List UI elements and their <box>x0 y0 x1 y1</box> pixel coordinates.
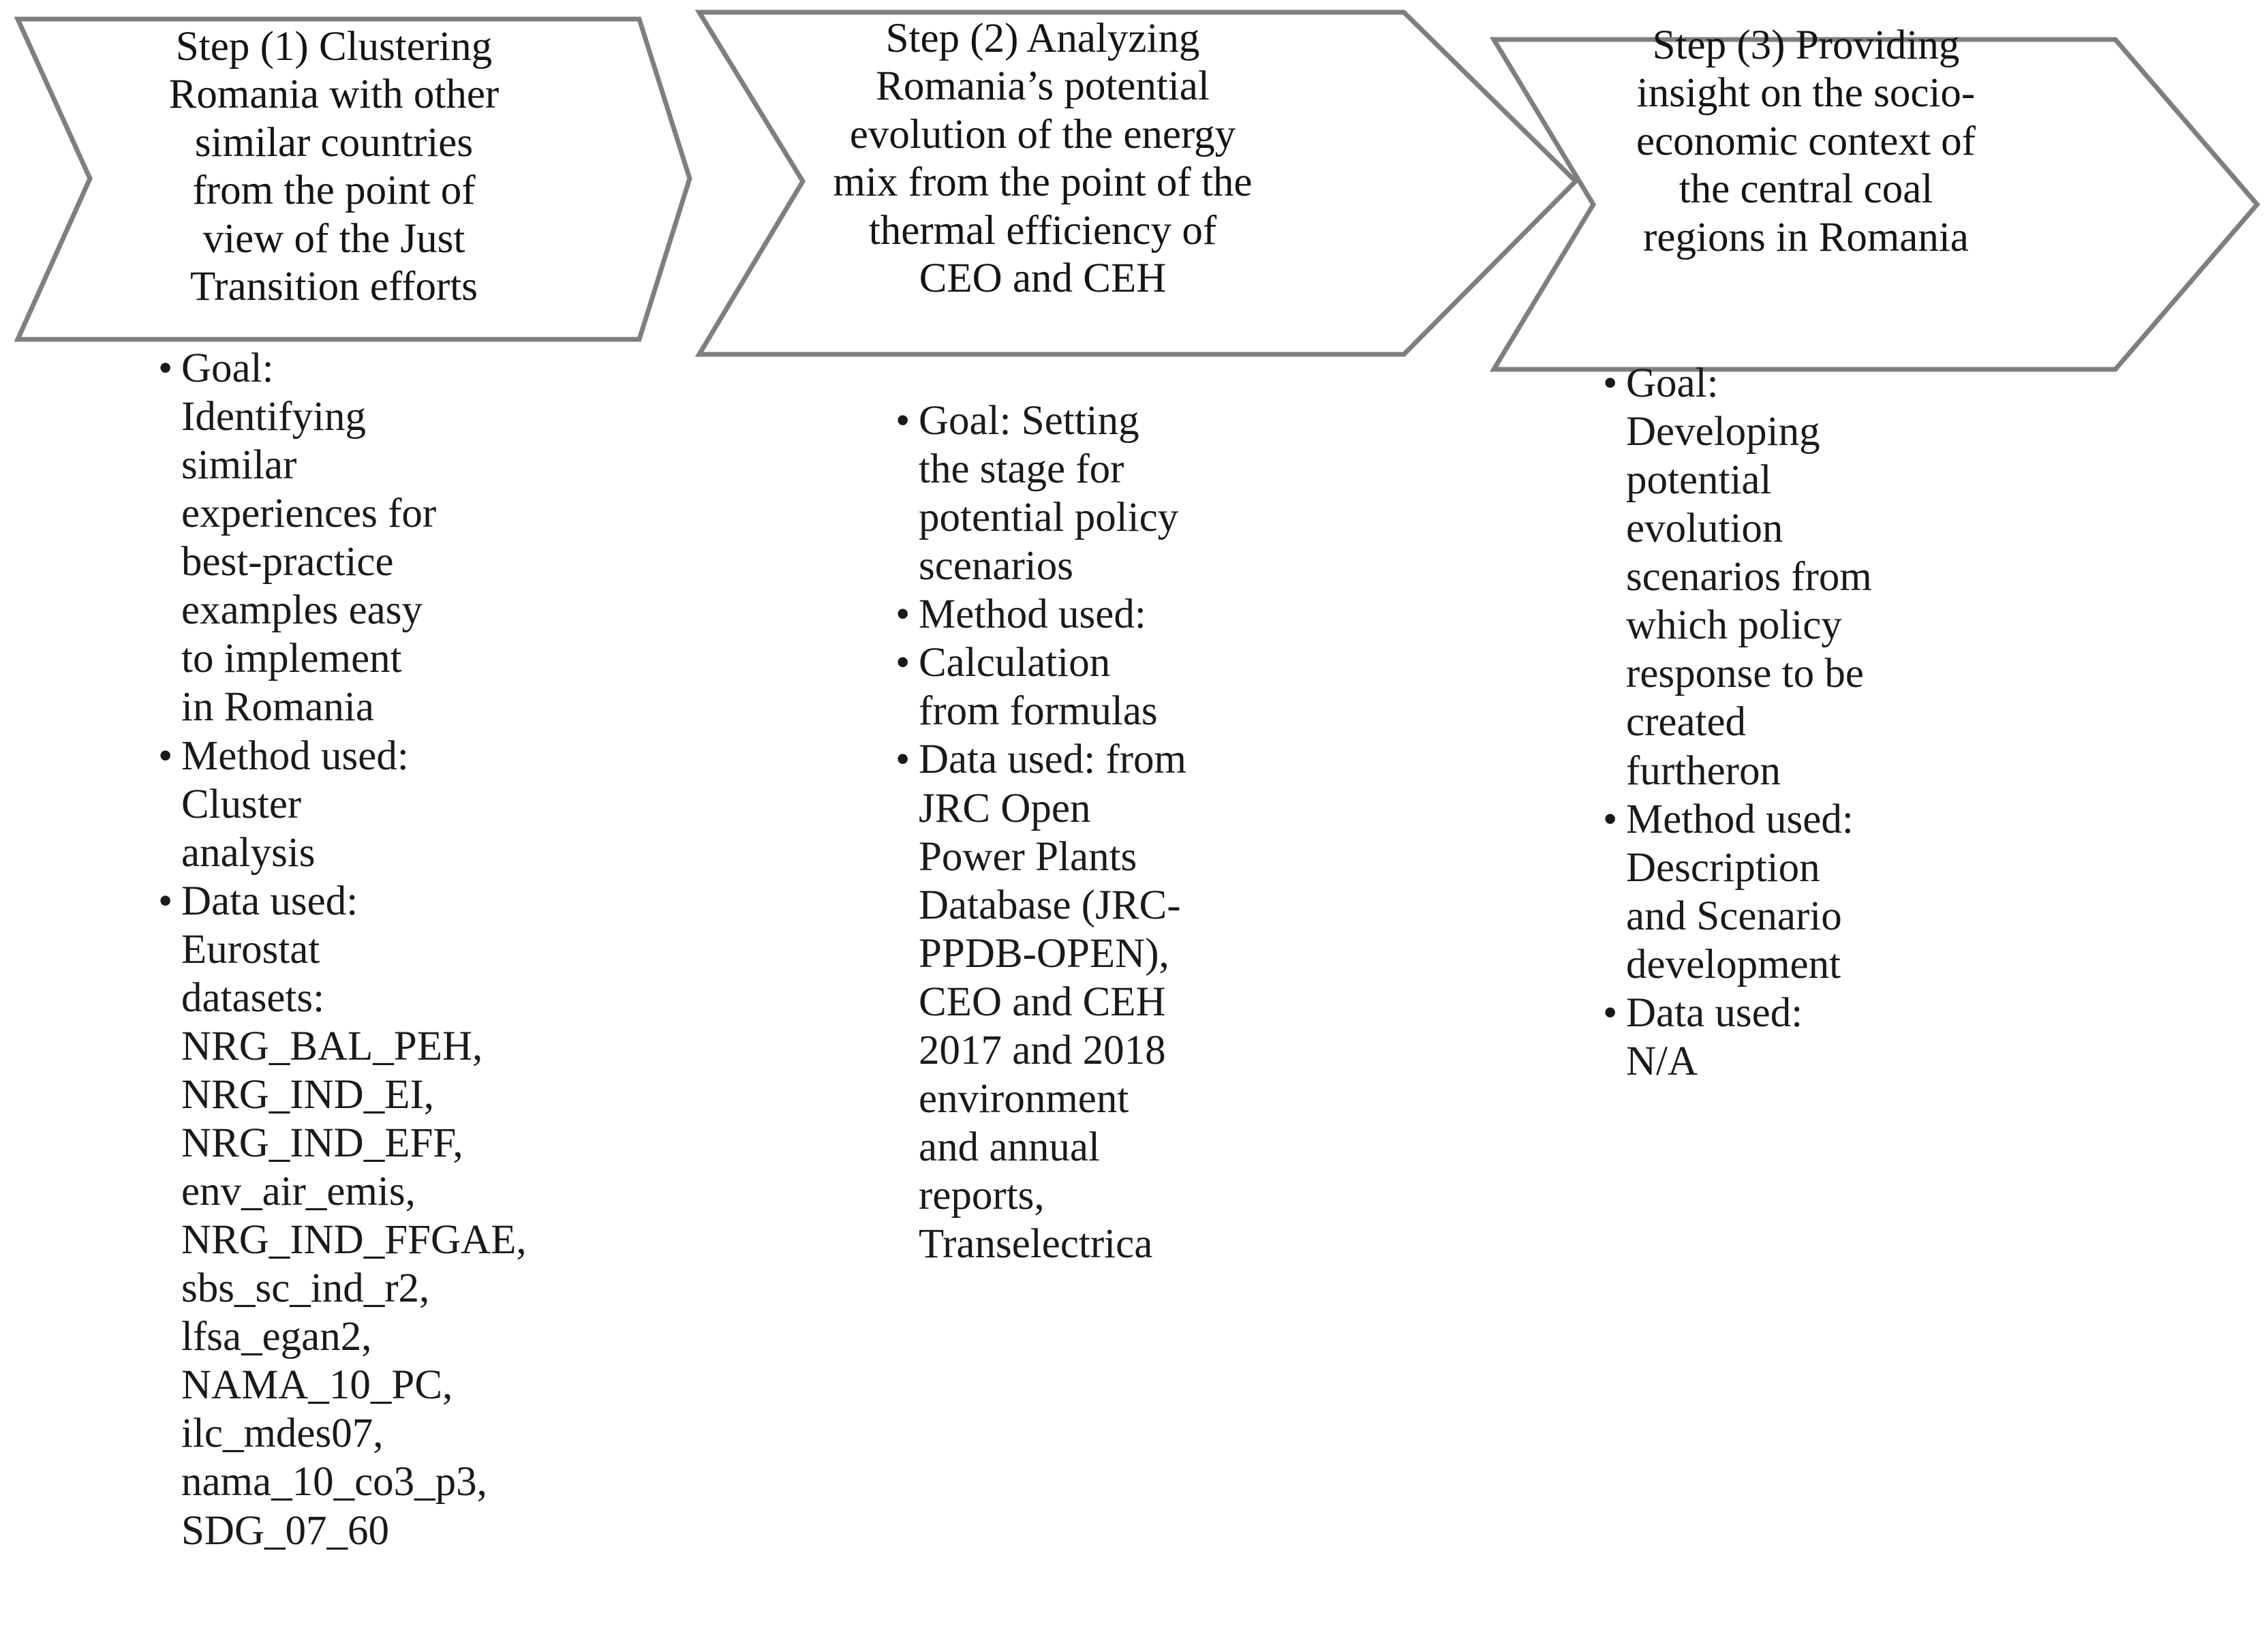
step-3-title: Step (3) Providing insight on the socio-… <box>1636 22 1976 260</box>
list-item: • Goal: Developing potential evolution s… <box>1602 359 1874 795</box>
bullet-icon: • <box>158 733 173 779</box>
list-item: • Calculation from formulas <box>894 639 1187 735</box>
list-item: • Data used: from JRC Open Power Plants … <box>894 735 1187 1268</box>
list-item-text: Goal: Identifying similar experiences fo… <box>181 346 437 731</box>
bullet-icon: • <box>158 878 173 924</box>
list-item: • Goal: Setting the stage for potential … <box>894 397 1187 590</box>
step-2-bullet-list: • Goal: Setting the stage for potential … <box>894 397 1187 1268</box>
bullet-icon: • <box>158 346 173 391</box>
list-item-text: Data used: from JRC Open Power Plants Da… <box>919 737 1186 1268</box>
list-item: • Method used: Description and Scenario … <box>1602 795 1874 989</box>
list-item-text: Method used: Cluster analysis <box>181 733 409 876</box>
list-item: • Goal: Identifying similar experiences … <box>157 344 443 732</box>
step-1-bullet-list: • Goal: Identifying similar experiences … <box>157 344 527 1555</box>
list-item-text: Data used: Eurostat datasets: NRG_BAL_PE… <box>181 878 527 1554</box>
bullet-icon: • <box>895 640 910 686</box>
bullet-icon: • <box>1603 796 1618 842</box>
list-item: • Method used: Cluster analysis <box>157 732 443 877</box>
list-item: • Data used: N/A <box>1602 989 1874 1086</box>
list-item-text: Method used: Description and Scenario de… <box>1626 796 1854 987</box>
list-item: • Method used: <box>894 590 1187 639</box>
bullet-icon: • <box>1603 989 1618 1036</box>
list-item-text: Goal: Developing potential evolution sce… <box>1626 360 1872 794</box>
list-item-text: Calculation from formulas <box>919 640 1158 735</box>
list-item-text: Method used: <box>919 592 1146 638</box>
bullet-icon: • <box>895 398 910 444</box>
step-3-bullet-list: • Goal: Developing potential evolution s… <box>1602 359 1874 1086</box>
step-2-title: Step (2) Analyzing Romania’s potential e… <box>833 16 1253 302</box>
list-item-text: Data used: N/A <box>1626 989 1803 1084</box>
bullet-icon: • <box>1603 360 1618 406</box>
bullet-icon: • <box>895 592 910 638</box>
bullet-icon: • <box>895 737 910 783</box>
step-1-title: Step (1) Clustering Romania with other s… <box>168 24 500 310</box>
list-item: • Data used: Eurostat datasets: NRG_BAL_… <box>157 877 527 1555</box>
list-item-text: Goal: Setting the stage for potential po… <box>919 398 1179 589</box>
